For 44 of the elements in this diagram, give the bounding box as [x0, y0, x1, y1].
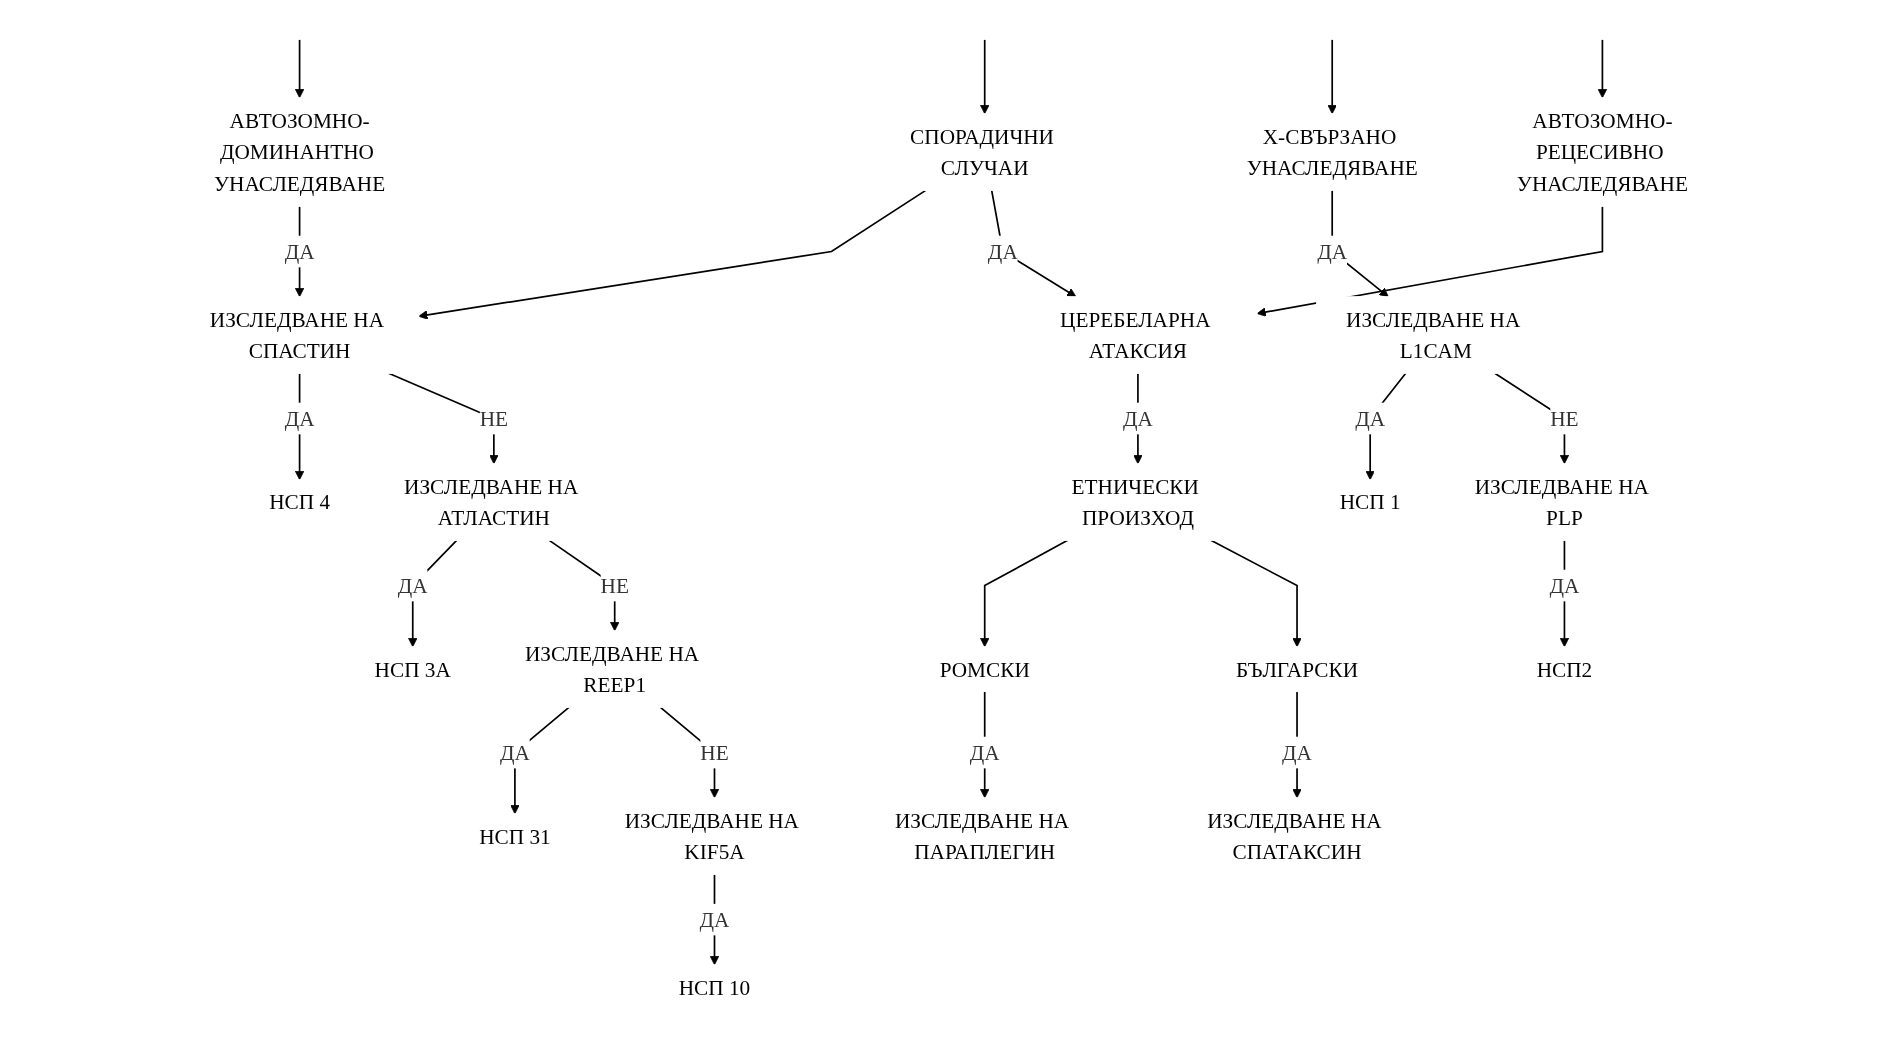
edge-label: ДА — [987, 239, 1018, 264]
node-text: НСП 1 — [1339, 490, 1401, 514]
edge-label: ДА — [397, 573, 428, 598]
arrow — [1597, 38, 1607, 99]
node-text: НСП2 — [1536, 657, 1592, 681]
node-text: ИЗСЛЕДВАНЕ НА REEP1 — [524, 641, 699, 697]
node-text: АВТОЗОМНО-РЕЦЕСИВНО УНАСЛЕДЯВАНЕ — [1516, 108, 1688, 196]
arrow — [1256, 205, 1603, 317]
arrow — [979, 38, 989, 115]
edge-label: ДА — [969, 740, 1000, 765]
node-text: ЕТНИЧЕСКИ ПРОИЗХОД — [1071, 474, 1199, 530]
node-text: БЪЛГАРСКИ — [1235, 657, 1358, 681]
arrow — [1327, 38, 1337, 115]
node-text: ИЗСЛЕДВАНЕ НА PLP — [1474, 474, 1649, 530]
edge-label: ДА — [499, 740, 530, 765]
node-text: АВТОЗОМНО-ДОМИНАНТНО УНАСЛЕДЯВАНЕ — [213, 108, 385, 196]
node-text: ИЗСЛЕДВАНЕ НА СПАТАКСИН — [1206, 808, 1382, 864]
arrow — [294, 38, 304, 99]
node-text: X-СВЪРЗАНО УНАСЛЕДЯВАНЕ — [1246, 124, 1418, 180]
node-text: ИЗСЛЕДВАНЕ НА ПАРАПЛЕГИН — [894, 808, 1069, 864]
node-text: НСП 4 — [268, 490, 330, 514]
edge-label: НЕ — [600, 573, 629, 598]
node-text: ИЗСЛЕДВАНЕ НА СПАСТИН — [209, 307, 384, 363]
edge-label: НЕ — [1549, 406, 1579, 431]
node-text: РОМСКИ — [939, 657, 1030, 681]
node-text: СПОРАДИЧНИ СЛУЧАИ — [909, 124, 1054, 180]
node-text: НСП 3А — [374, 657, 451, 681]
node-text: НСП 10 — [678, 975, 750, 999]
arrow — [1209, 539, 1302, 648]
edge-label: ДА — [699, 907, 729, 932]
edge-label: ДА — [1281, 740, 1312, 765]
node-text: ЦЕРЕБЕЛАРНА АТАКСИЯ — [1059, 307, 1211, 363]
edge-label: ДА — [1122, 406, 1153, 431]
node-text: ИЗСЛЕДВАНЕ НА KIF5A — [624, 808, 799, 864]
edge-label: НЕ — [699, 740, 729, 765]
edge-label: ДА — [1354, 406, 1385, 431]
arrow — [979, 539, 1068, 648]
node-text: ИЗСЛЕДВАНЕ НА АТЛАСТИН — [403, 474, 578, 530]
edge-label: ДА — [1549, 573, 1579, 598]
node-text: НСП 31 — [478, 824, 551, 848]
edge-label: ДА — [1316, 239, 1347, 264]
edge-label: НЕ — [479, 406, 508, 431]
edge-label: ДА — [284, 406, 315, 431]
edge-label: ДА — [284, 239, 315, 264]
